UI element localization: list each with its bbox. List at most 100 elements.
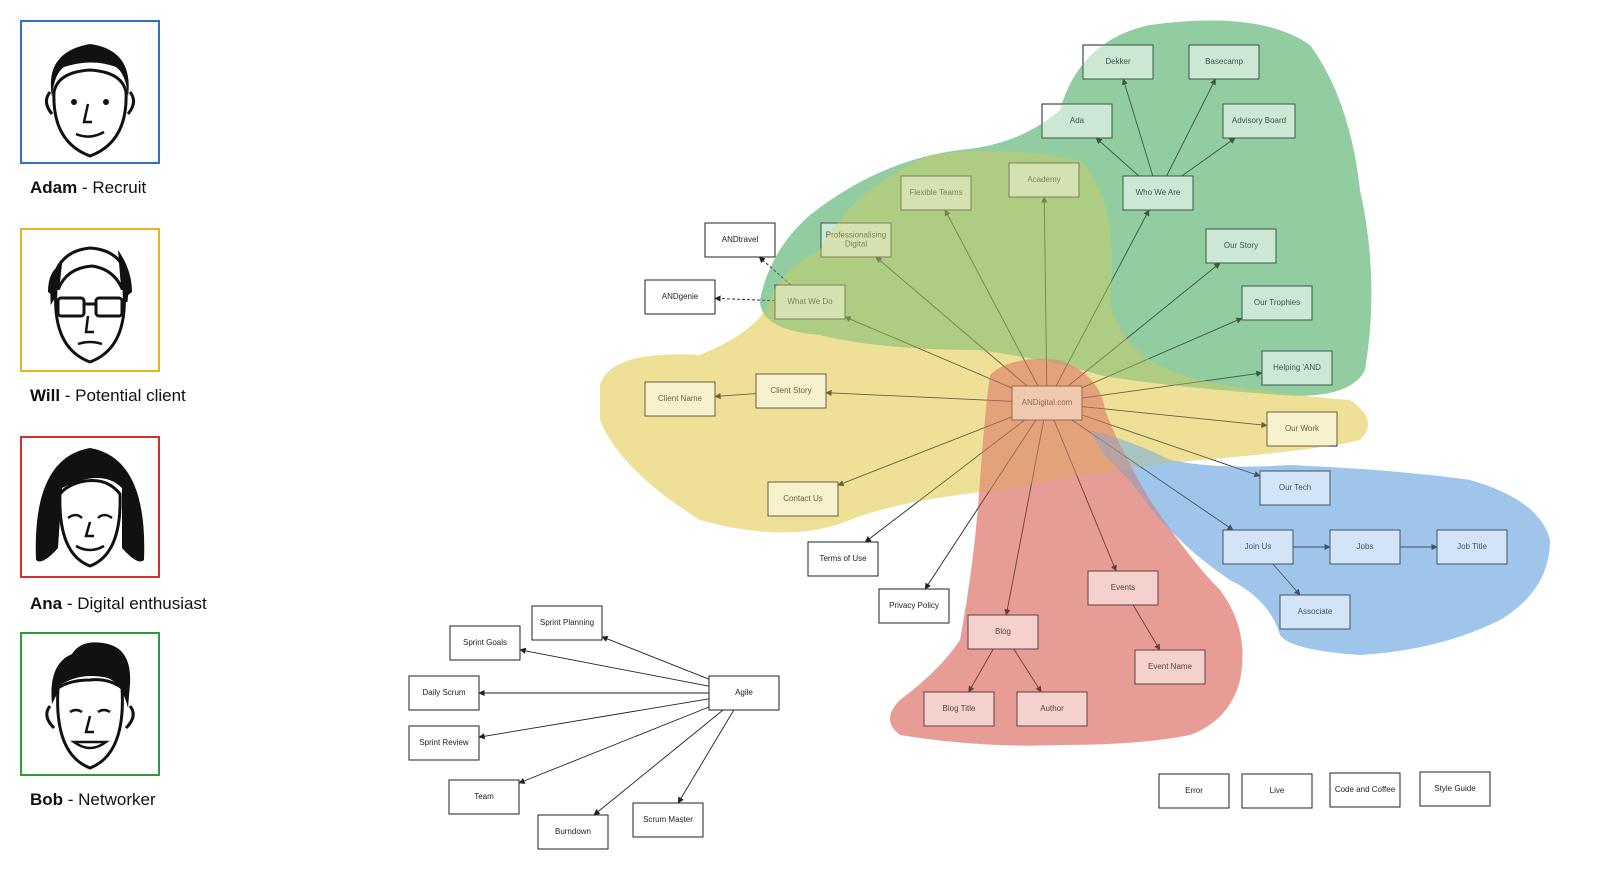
node-sprintplanning[interactable]: Sprint Planning — [531, 605, 603, 641]
node-box — [448, 779, 520, 815]
node-author[interactable]: Author — [1016, 691, 1088, 727]
node-privacy[interactable]: Privacy Policy — [878, 588, 950, 624]
node-sprintreview[interactable]: Sprint Review — [408, 725, 480, 761]
node-andigital[interactable]: ANDigital.com — [1011, 385, 1083, 421]
node-label: Daily Scrum — [422, 688, 465, 697]
node-box — [408, 675, 480, 711]
node-label: Burndown — [555, 827, 591, 836]
node-label: Scrum Master — [643, 815, 693, 824]
node-box — [1241, 773, 1313, 809]
edge-andigital-to-whatwedo — [844, 316, 1013, 389]
node-label: Flexible Teams — [909, 188, 962, 197]
edge-whoweare-to-advisory — [1181, 137, 1236, 177]
edge-joinus-to-associate — [1272, 563, 1301, 596]
node-scrummaster[interactable]: Scrum Master — [632, 802, 704, 838]
edge-andigital-to-academy — [1041, 196, 1048, 387]
node-andtravel[interactable]: ANDtravel — [704, 222, 776, 258]
node-label: ANDtravel — [722, 235, 759, 244]
node-box — [755, 373, 827, 409]
node-dailyscrum[interactable]: Daily Scrum — [408, 675, 480, 711]
node-label: Job Title — [1457, 542, 1487, 551]
node-box — [1205, 228, 1277, 264]
node-andgenie[interactable]: ANDgenie — [644, 279, 716, 315]
node-label: Team — [474, 792, 494, 801]
node-terms[interactable]: Terms of Use — [807, 541, 879, 577]
node-burndown[interactable]: Burndown — [537, 814, 609, 850]
node-ourtrophies[interactable]: Our Trophies — [1241, 285, 1313, 321]
node-joinus[interactable]: Join Us — [1222, 529, 1294, 565]
edge-agile-to-sprintplanning — [601, 635, 710, 680]
node-label: Helping 'AND — [1273, 363, 1321, 372]
node-clientname[interactable]: Client Name — [644, 381, 716, 417]
edge-whatwedo-to-andtravel — [758, 256, 792, 286]
edge-blog-to-author — [1013, 648, 1042, 693]
node-label: Who We Are — [1136, 188, 1181, 197]
persona-role: - Networker — [63, 790, 156, 809]
node-ourstory[interactable]: Our Story — [1205, 228, 1277, 264]
node-codecoffee[interactable]: Code and Coffee — [1329, 772, 1401, 808]
node-ourwork[interactable]: Our Work — [1266, 411, 1338, 447]
node-box — [1041, 103, 1113, 139]
node-flexible[interactable]: Flexible Teams — [900, 175, 972, 211]
node-sprintgoals[interactable]: Sprint Goals — [449, 625, 521, 661]
node-label: Client Story — [770, 386, 811, 395]
node-helping[interactable]: Helping 'AND — [1261, 350, 1333, 386]
region-blue — [1090, 430, 1550, 655]
node-box — [1259, 470, 1331, 506]
node-label: Events — [1111, 583, 1135, 592]
region-green — [760, 20, 1372, 396]
edge-agile-to-team — [518, 706, 710, 784]
edge-whoweare-to-ada — [1095, 137, 1140, 177]
node-box — [1241, 285, 1313, 321]
node-jobs[interactable]: Jobs — [1329, 529, 1401, 565]
node-academy[interactable]: Academy — [1008, 162, 1080, 198]
persona-caption: Bob - Networker — [30, 790, 156, 810]
edge-andigital-to-blog — [1004, 419, 1045, 616]
woman-face-icon — [35, 448, 145, 568]
node-associate[interactable]: Associate — [1279, 594, 1351, 630]
node-blog[interactable]: Blog — [967, 614, 1039, 650]
node-box — [1158, 773, 1230, 809]
node-contactus[interactable]: Contact Us — [767, 481, 839, 517]
node-live[interactable]: Live — [1241, 773, 1313, 809]
node-box — [807, 541, 879, 577]
persona-role: - Digital enthusiast — [62, 594, 207, 613]
node-clientstory[interactable]: Client Story — [755, 373, 827, 409]
node-basecamp[interactable]: Basecamp — [1188, 44, 1260, 80]
node-label: Ada — [1070, 116, 1085, 125]
node-ada[interactable]: Ada — [1041, 103, 1113, 139]
node-team[interactable]: Team — [448, 779, 520, 815]
node-box — [1122, 175, 1194, 211]
node-events[interactable]: Events — [1087, 570, 1159, 606]
node-box — [923, 691, 995, 727]
node-styleguide[interactable]: Style Guide — [1419, 771, 1491, 807]
node-whatwedo[interactable]: What We Do — [774, 284, 846, 320]
node-error[interactable]: Error — [1158, 773, 1230, 809]
man-face-icon — [45, 44, 135, 158]
edge-andigital-to-clientstory — [825, 389, 1013, 402]
node-label: Associate — [1298, 607, 1333, 616]
node-box — [1222, 529, 1294, 565]
node-ourtech[interactable]: Our Tech — [1259, 470, 1331, 506]
node-eventname[interactable]: Event Name — [1134, 649, 1206, 685]
edge-andigital-to-helping — [1081, 370, 1263, 399]
edge-events-to-eventname — [1132, 604, 1161, 651]
node-box — [632, 802, 704, 838]
node-label: Our Story — [1224, 241, 1258, 250]
node-advisory[interactable]: Advisory Board — [1222, 103, 1296, 139]
node-blogtitle[interactable]: Blog Title — [923, 691, 995, 727]
node-label: What We Do — [787, 297, 833, 306]
node-label: Join Us — [1245, 542, 1272, 551]
node-label: Blog — [995, 627, 1011, 636]
node-agile[interactable]: Agile — [708, 675, 780, 711]
node-label: Author — [1040, 704, 1064, 713]
edge-andigital-to-ourtech — [1081, 414, 1261, 478]
node-dekker[interactable]: Dekker — [1082, 44, 1154, 80]
node-whoweare[interactable]: Who We Are — [1122, 175, 1194, 211]
node-box — [820, 222, 892, 258]
node-box — [900, 175, 972, 211]
node-jobtitle[interactable]: Job Title — [1436, 529, 1508, 565]
